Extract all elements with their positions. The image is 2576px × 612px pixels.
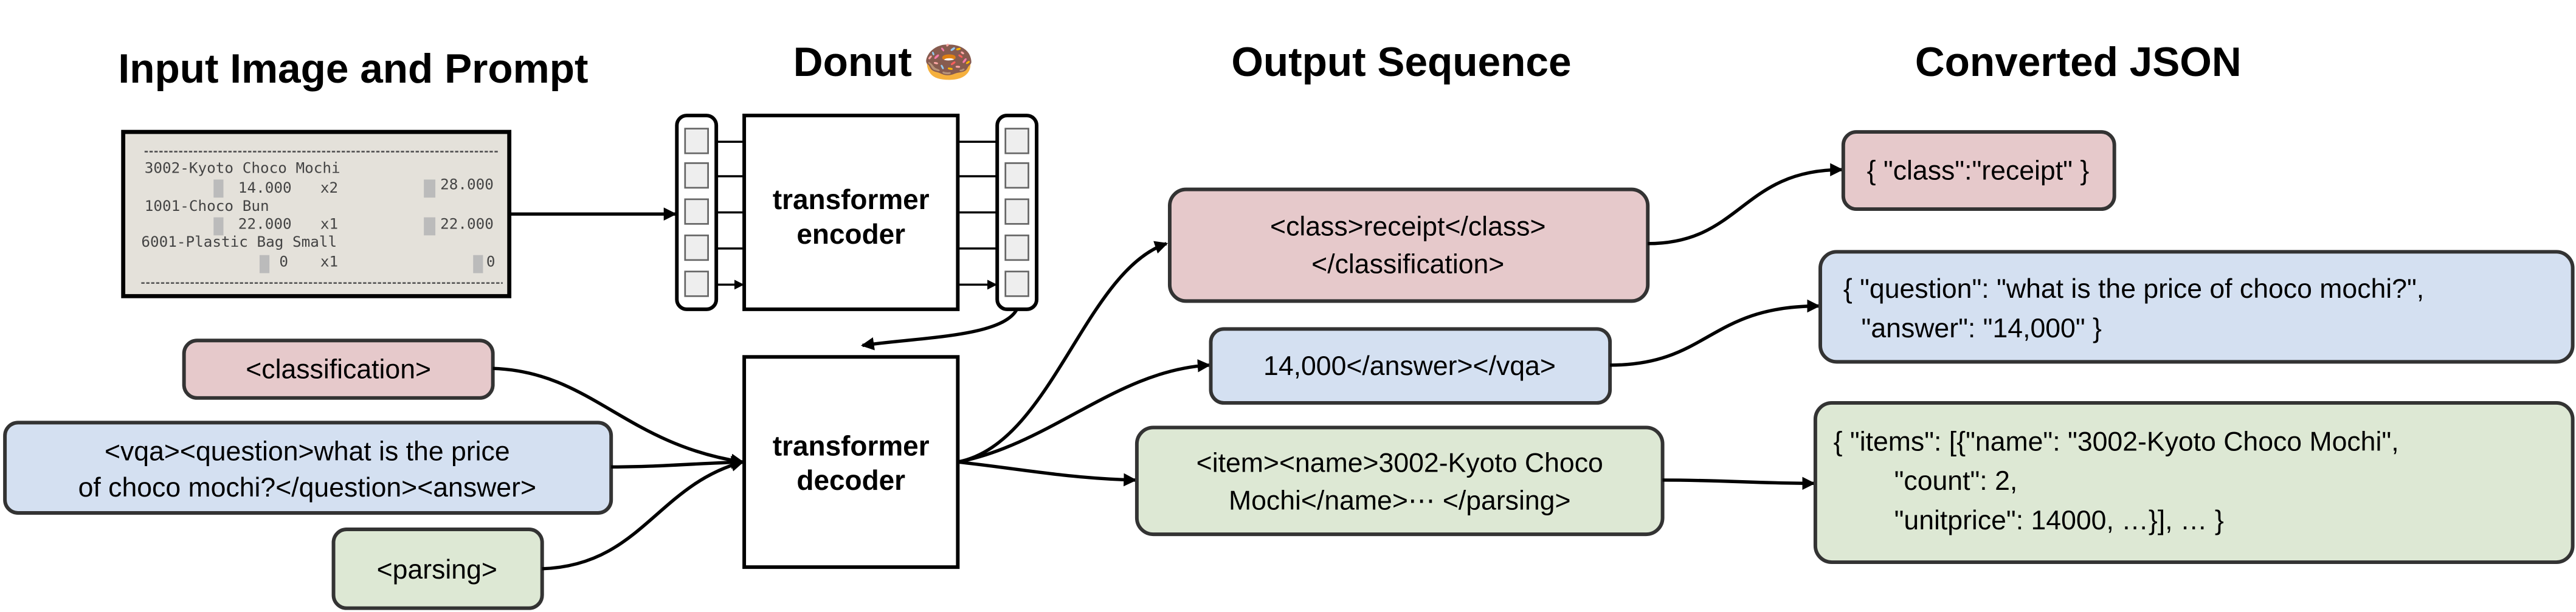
arrow-parse-to-json [1662,476,1815,490]
prompt-text: of choco mochi?</question><answer> [78,473,536,503]
output-text: <class>receipt</class> [1270,211,1545,241]
output-text: Mochi</name>⋯ </parsing> [1229,486,1570,516]
output-text: 14,000</answer></vqa> [1263,351,1556,381]
receipt-line: 3002-Kyoto Choco Mochi [145,159,340,177]
receipt-line: 1001-Choco Bun [145,197,269,215]
arrow-decoder-to-parse [958,460,1137,487]
json-vqa: { "question": "what is the price of choc… [1818,250,2575,364]
output-parse: <item><name>3002-Kyoto Choco Mochi</name… [1134,425,1665,537]
output-text: </classification> [1311,249,1504,279]
title-donut: Donut 🍩 [793,40,975,85]
title-output: Output Sequence [1231,40,1571,85]
json-text: { "items": [{"name": "3002-Kyoto Choco M… [1834,427,2399,456]
receipt-line: x1 [320,215,338,232]
arrow-decoder-to-class [957,241,1169,464]
prompt-text: <classification> [246,354,431,384]
arrow-classification-to-decoder [492,366,745,467]
json-text: { "question": "what is the price of choc… [1843,274,2424,304]
decoder-label: decoder [796,464,905,496]
prompt-parsing: <parsing> [331,528,544,610]
json-class: { "class":"receipt" } [1841,130,2116,211]
arrow-parsing-to-decoder [542,458,744,571]
encoder-label: encoder [796,218,905,250]
receipt-line: 14.000 [238,179,292,196]
output-token-column [958,114,1039,311]
receipt-image: 3002-Kyoto Choco Mochi 14.000 x2 28.000 … [121,129,512,298]
transformer-encoder: transformer encoder [742,114,960,311]
receipt-line: 22.000 [238,215,292,232]
arrow-vqa-to-decoder [611,455,745,469]
json-text: "unitprice": 14000, …}], … } [1894,506,2224,535]
arrow-vqa-to-json [1610,299,1821,367]
arrow-class-to-json [1648,163,1843,246]
receipt-line: 0 [486,253,496,270]
title-input: Input Image and Prompt [118,46,588,92]
prompt-text: <vqa><question>what is the price [105,437,510,467]
json-text: "answer": "14,000" } [1862,314,2102,343]
output-class: <class>receipt</class> </classification> [1167,187,1650,303]
output-vqa: 14,000</answer></vqa> [1209,327,1612,405]
output-text: <item><name>3002-Kyoto Choco [1196,448,1603,478]
arrow-encoder-to-decoder [860,308,1019,351]
transformer-decoder: transformer decoder [742,355,960,569]
prompt-vqa: <vqa><question>what is the price of choc… [3,421,613,515]
receipt-line: 6001-Plastic Bag Small [141,233,337,250]
receipt-line: 22.000 [440,215,494,232]
input-token-column [675,114,742,311]
json-text: { "class":"receipt" } [1867,156,2090,185]
prompt-text: <parsing> [377,555,497,585]
title-json: Converted JSON [1915,40,2242,85]
encoder-label: transformer [773,184,930,215]
receipt-line: 0 [279,253,288,270]
receipt-line: 28.000 [440,176,494,193]
prompt-classification: <classification> [182,339,495,400]
receipt-line: x1 [320,253,338,270]
arrow-decoder-to-vqa [957,359,1211,464]
receipt-line: x2 [320,179,338,196]
json-text: "count": 2, [1894,466,2018,496]
json-parse: { "items": [{"name": "3002-Kyoto Choco M… [1813,401,2575,565]
decoder-label: transformer [773,430,930,461]
